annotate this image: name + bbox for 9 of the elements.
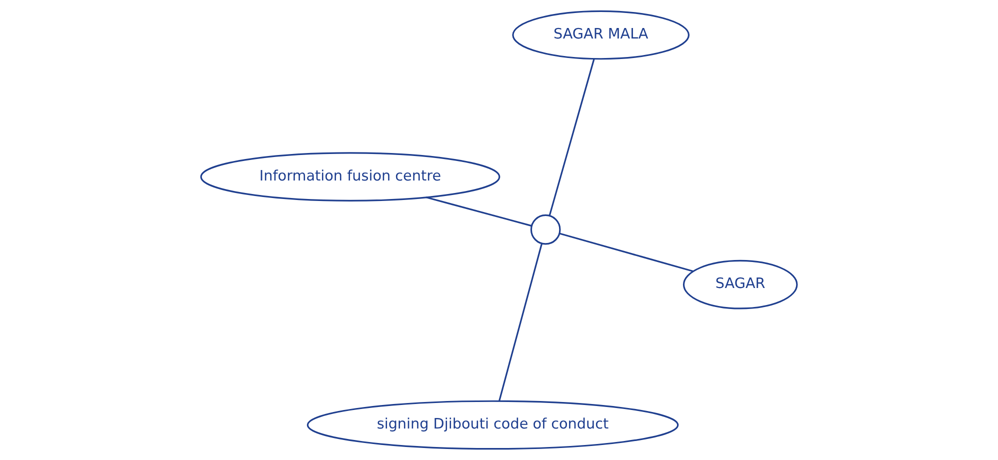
node-ellipse: Information fusion centre xyxy=(200,152,500,202)
node-ellipse: SAGAR xyxy=(682,260,798,310)
node-ellipse: SAGAR MALA xyxy=(512,10,690,60)
connector xyxy=(548,58,595,216)
node-ellipse: signing Djibouti code of conduct xyxy=(306,400,679,450)
connector xyxy=(426,196,532,227)
node-circle xyxy=(530,214,561,245)
connector xyxy=(559,232,694,272)
connector xyxy=(498,243,543,402)
